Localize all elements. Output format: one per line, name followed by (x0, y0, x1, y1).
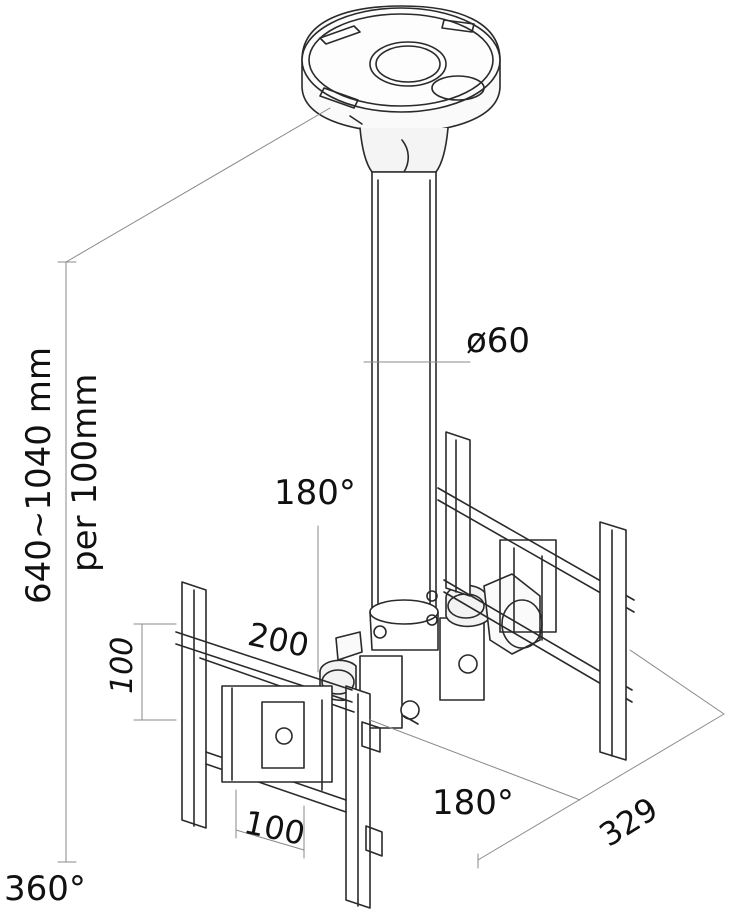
top-collar (359, 127, 449, 179)
swivel-angle-label: 180° (432, 783, 514, 823)
ceiling-plate (301, 5, 501, 133)
height-step-label: per 100mm (65, 373, 105, 572)
rotation-label: 360° (4, 869, 86, 909)
front-vesa-bracket (175, 581, 383, 909)
height-dimension (57, 107, 331, 863)
rear-vesa-bracket (437, 431, 635, 761)
plate-vertical-label: 100 (105, 636, 140, 694)
plate-dimensions (133, 623, 725, 869)
pole (369, 171, 439, 651)
tilt-angle-label: 180° (274, 473, 356, 513)
height-range-label: 640~1040 mm (19, 347, 59, 604)
diameter-label: ø60 (466, 321, 531, 361)
rear-tilt-joint (439, 573, 543, 701)
